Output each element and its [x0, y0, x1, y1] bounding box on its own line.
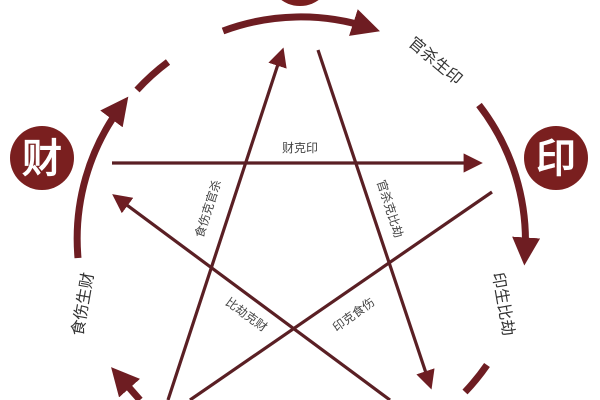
- label-shishang-ke-guansha: 食伤克官杀: [191, 178, 224, 240]
- label-shishang-sheng-cai: 食伤生财: [68, 271, 98, 337]
- generating-cycle-arcs: [73, 9, 541, 400]
- arc-left: [73, 96, 129, 259]
- node-yin: 印: [524, 126, 588, 190]
- arc-dash-upper-left: [134, 59, 171, 93]
- label-bijie-ke-cai: 比劫克财: [223, 295, 270, 335]
- line-guansha-ke-bijie: [316, 49, 435, 390]
- controlling-star: [112, 47, 493, 400]
- line-yin-ke-shishang: [189, 190, 493, 400]
- arc-right: [476, 102, 541, 266]
- label-cai-ke-yin: 财克印: [282, 141, 318, 155]
- label-yin-sheng-bijie: 印生比劫: [489, 271, 519, 337]
- yin-node-circle: [524, 126, 588, 190]
- node-cai: 财: [10, 126, 74, 190]
- arc-top: [221, 9, 380, 36]
- top-node-circle: [281, 0, 319, 6]
- cai-node-label: 财: [22, 136, 62, 182]
- arc-bottom-left: [111, 367, 143, 400]
- line-bijie-ke-cai: [112, 194, 391, 400]
- label-sha-sheng-yin: 官杀生印: [405, 33, 466, 89]
- cai-node-circle: [10, 126, 74, 190]
- top-node: [281, 0, 319, 6]
- arc-right-lower: [462, 362, 490, 395]
- yin-node-label: 印: [536, 136, 576, 182]
- line-shishang-ke-guansha: [166, 47, 287, 400]
